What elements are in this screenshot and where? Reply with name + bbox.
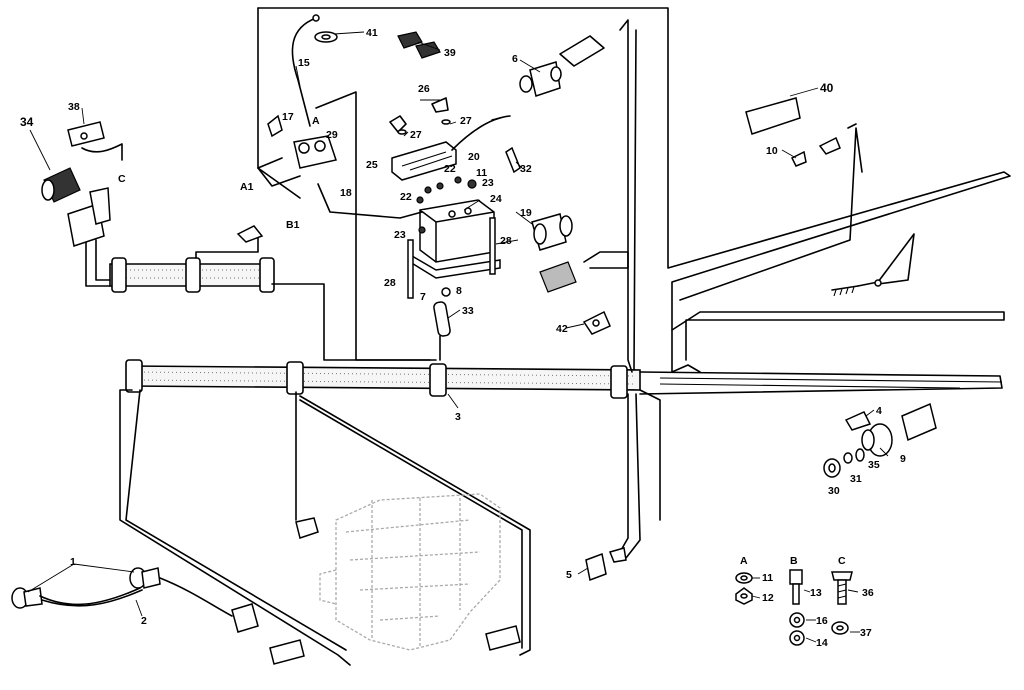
- label-1: 1: [70, 556, 76, 568]
- label-13: 13: [810, 587, 822, 599]
- headlights: [11, 567, 259, 633]
- harness-clamp: [111, 257, 127, 293]
- part-39: [397, 31, 441, 59]
- main-harness: [125, 359, 1003, 399]
- label-5: 5: [566, 569, 572, 581]
- label-17: 17: [282, 111, 294, 123]
- label-16: 16: [816, 615, 828, 627]
- lower-connectors: [269, 517, 627, 665]
- label-33: 33: [462, 305, 474, 317]
- part-8: [441, 287, 451, 297]
- part-40: [745, 97, 801, 135]
- part-6: [519, 35, 605, 97]
- part-38: [67, 121, 123, 161]
- label-28-right: 28: [500, 235, 512, 247]
- label-24: 24: [490, 193, 502, 205]
- label-39: 39: [444, 47, 456, 59]
- label-3: 3: [455, 411, 461, 423]
- label-22-left: 22: [400, 191, 412, 203]
- label-19: 19: [520, 207, 532, 219]
- label-8: 8: [456, 285, 462, 297]
- label-23-top: 23: [482, 177, 494, 189]
- label-15: 15: [298, 57, 310, 69]
- label-28-left: 28: [384, 277, 396, 289]
- letter-callouts: A A1 B1 C A B C: [118, 115, 846, 567]
- part-10: [790, 136, 841, 167]
- part-17: [267, 114, 283, 138]
- part-32: [505, 146, 521, 174]
- cable-15: [291, 14, 320, 127]
- part-26-27: [389, 97, 511, 151]
- callout-c: C: [118, 173, 126, 185]
- label-27-right: 27: [460, 115, 472, 127]
- battery-hold-rod: [489, 217, 496, 275]
- label-26: 26: [418, 83, 430, 95]
- label-31: 31: [850, 473, 862, 485]
- leader-lines: [27, 31, 889, 643]
- harness-clamp: [429, 363, 447, 397]
- label-35: 35: [868, 459, 880, 471]
- battery-cover: [391, 141, 457, 181]
- harness-clamp: [259, 257, 275, 293]
- part-5: [585, 552, 607, 582]
- label-37: 37: [860, 627, 872, 639]
- callout-a: A: [312, 115, 320, 127]
- switch-hardware: [823, 448, 865, 478]
- part-33: [433, 301, 451, 337]
- lower-wires: [119, 91, 661, 666]
- label-42: 42: [556, 323, 568, 335]
- bolts: [416, 117, 501, 234]
- connector-b1: [236, 225, 264, 243]
- label-10: 10: [766, 145, 778, 157]
- label-9: 9: [900, 453, 906, 465]
- part-19: [531, 213, 577, 293]
- engine-outline: [319, 493, 501, 651]
- label-6: 6: [512, 53, 518, 65]
- label-22-top: 22: [444, 163, 456, 175]
- right-wires: [583, 19, 1005, 373]
- label-40: 40: [820, 81, 834, 95]
- ignition-switch: [844, 402, 937, 457]
- control-module: [67, 187, 111, 247]
- label-29: 29: [326, 129, 338, 141]
- label-30: 30: [828, 485, 840, 497]
- part-41: [314, 31, 338, 43]
- label-34: 34: [20, 115, 34, 129]
- callout-b1: B1: [286, 219, 300, 231]
- label-7: 7: [420, 291, 426, 303]
- label-12: 12: [762, 592, 774, 604]
- label-11-top: 11: [476, 167, 487, 179]
- hardware-key: [735, 569, 853, 646]
- label-32: 32: [520, 163, 532, 175]
- label-23-left: 23: [394, 229, 406, 241]
- label-20: 20: [468, 151, 480, 163]
- solenoid: [257, 135, 337, 187]
- harness-clamp: [610, 365, 628, 399]
- label-38: 38: [68, 101, 80, 113]
- label-11-key: 11: [762, 572, 773, 584]
- label-2: 2: [141, 615, 147, 627]
- label-25: 25: [366, 159, 378, 171]
- label-41: 41: [366, 27, 378, 39]
- label-27-left: 27: [410, 129, 422, 141]
- label-18: 18: [340, 187, 352, 199]
- battery-hold-rod: [407, 239, 414, 299]
- upper-left-harness: [85, 231, 431, 361]
- key-a: A: [740, 555, 748, 567]
- ground-symbol: [831, 233, 915, 297]
- harness-clamp: [185, 257, 201, 293]
- label-14: 14: [816, 637, 828, 649]
- harness-clamp: [286, 361, 304, 395]
- part-42: [582, 310, 611, 335]
- harness-clamp: [125, 359, 143, 393]
- callout-a1: A1: [240, 181, 254, 193]
- part-34: [41, 167, 81, 203]
- battery: [317, 183, 501, 299]
- part-labels: 1 2 3 4 5 6 7 8 9 10 11 11 12 13 14 15 1…: [20, 27, 906, 649]
- key-b: B: [790, 555, 798, 567]
- label-36: 36: [862, 587, 874, 599]
- key-c: C: [838, 555, 846, 567]
- label-4: 4: [876, 405, 882, 417]
